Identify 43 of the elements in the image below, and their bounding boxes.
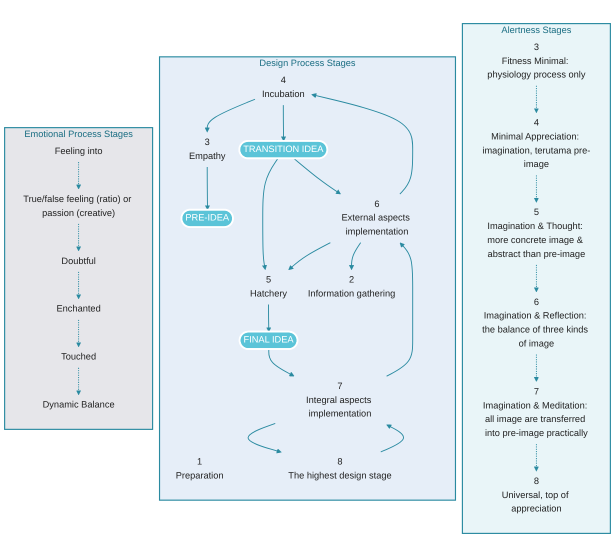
node-text: 3 Fitness Minimal: physiology process only bbox=[487, 42, 586, 80]
arrow bbox=[294, 158, 341, 194]
node-text: Enchanted bbox=[56, 304, 101, 314]
arrow bbox=[288, 242, 331, 270]
node-text: 4 Minimal Appreciation: imagination, terutama pre-image bbox=[482, 118, 590, 170]
node-text: Dynamic Balance bbox=[42, 400, 115, 410]
arrow bbox=[76, 319, 82, 348]
arrow bbox=[380, 424, 404, 452]
arrow bbox=[311, 93, 414, 195]
arrow bbox=[76, 271, 82, 300]
node-text: 4 Incubation bbox=[262, 76, 305, 100]
node-text: Feeling into bbox=[54, 146, 103, 156]
node-text: 1 Preparation bbox=[176, 457, 224, 481]
arrow bbox=[268, 348, 294, 376]
arrow bbox=[534, 85, 539, 114]
node-text: True/false feeling (ratio) or passion (creative) bbox=[23, 194, 132, 218]
arrow bbox=[386, 242, 414, 377]
arrow bbox=[281, 104, 286, 142]
arrow bbox=[266, 304, 272, 332]
arrow bbox=[534, 264, 539, 292]
arrow bbox=[76, 367, 82, 396]
node-text: 7 Imagination & Meditation: all image are transferred into pre-image practically bbox=[482, 386, 588, 438]
arrow bbox=[534, 444, 539, 472]
node-text: Touched bbox=[61, 352, 96, 362]
node-text: Doubtful bbox=[61, 256, 96, 266]
arrow bbox=[534, 354, 539, 382]
node-text: 8 Universal, top of appreciation bbox=[502, 476, 569, 514]
arrow bbox=[204, 98, 256, 132]
arrow bbox=[76, 162, 82, 190]
arrow bbox=[262, 158, 278, 270]
node-text: 5 Hatchery bbox=[250, 275, 288, 299]
node-text: 7 Integral aspects implementation bbox=[306, 381, 372, 419]
node-text: 6 Imagination & Reflection: the balance of three kinds of image bbox=[482, 297, 588, 349]
arrow bbox=[534, 174, 539, 203]
arrow bbox=[349, 242, 362, 270]
arrow bbox=[204, 166, 210, 210]
node-text: 5 Imagination & Thought: more concrete image & abstract than pre-image bbox=[487, 208, 586, 260]
node-text: 3 Empathy bbox=[188, 137, 226, 162]
arrow bbox=[248, 423, 282, 454]
node-text: 2 Information gathering bbox=[308, 275, 396, 299]
arrow bbox=[76, 223, 82, 252]
node-text: 6 External aspects implementation bbox=[342, 199, 410, 237]
node-text: 8 The highest design stage bbox=[288, 457, 392, 481]
